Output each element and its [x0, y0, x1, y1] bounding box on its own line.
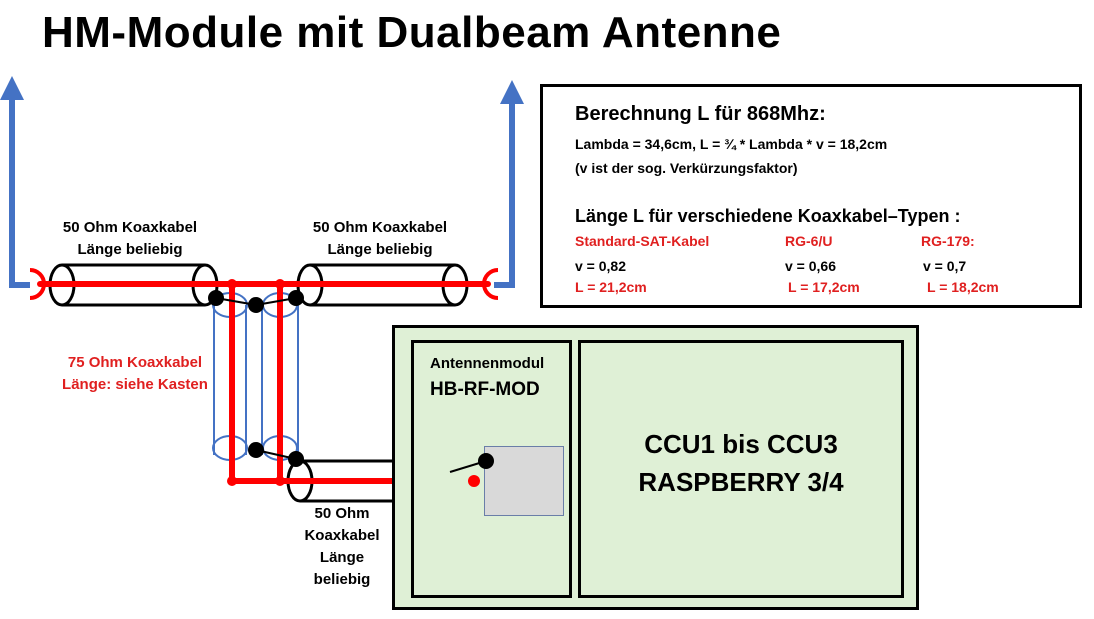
cable-length-text: Länge beliebig	[77, 241, 183, 258]
info-note: (v ist der sog. Verkürzungsfaktor)	[575, 160, 798, 176]
cable-length-text: Länge: siehe Kasten	[62, 376, 208, 393]
shield-dot	[248, 297, 264, 313]
junction-dot	[227, 476, 237, 486]
left-antenna-arrowhead	[0, 76, 24, 100]
info-subheading: Länge L für verschiedene Koaxkabel–Typen…	[575, 206, 961, 226]
page-title: HM-Module mit Dualbeam Antenne	[42, 8, 782, 57]
cable-type-text: 50 Ohm	[314, 505, 370, 522]
ccu-box: CCU1 bis CCU3 RASPBERRY 3/4	[578, 340, 904, 598]
ccu-models: CCU1 bis CCU3	[644, 429, 838, 459]
cable-length-text: beliebig	[313, 571, 371, 588]
shield-dot	[288, 290, 304, 306]
junction-dot	[227, 279, 237, 289]
cable-type-length: L = 21,2cm	[575, 279, 647, 295]
cable-type-length: L = 17,2cm	[788, 279, 860, 295]
cable-type-v: v = 0,7	[923, 258, 967, 274]
cable-type-text: Koaxkabel	[304, 527, 380, 544]
rf-chip	[484, 446, 564, 516]
info-heading: Berechnung L für 868Mhz:	[575, 103, 826, 125]
signal-path	[37, 281, 491, 484]
calculation-info-box: Berechnung L für 868Mhz: Lambda = 34,6cm…	[540, 84, 1082, 308]
cable-length-text: Länge beliebig	[327, 241, 433, 258]
cable-type-length: L = 18,2cm	[927, 279, 999, 295]
ccu-label: CCU1 bis CCU3 RASPBERRY 3/4	[581, 425, 901, 501]
ccu-platform: RASPBERRY 3/4	[638, 467, 844, 497]
cable-type-text: 50 Ohm Koaxkabel	[312, 219, 448, 236]
bottom-cable-label: 50 Ohm Koaxkabel Länge beliebig	[292, 503, 392, 591]
junction-dot	[275, 476, 285, 486]
cable-type-name: RG-6/U	[785, 233, 833, 249]
right-top-cable-label: 50 Ohm Koaxkabel Länge beliebig	[290, 217, 470, 261]
cable-type-v: v = 0,82	[575, 258, 626, 274]
left-top-cable-label: 50 Ohm Koaxkabel Länge beliebig	[40, 217, 220, 261]
cable-type-v: v = 0,66	[785, 258, 836, 274]
cable-length-text: Länge	[319, 549, 365, 566]
cable-type-text: 50 Ohm Koaxkabel	[62, 219, 198, 236]
info-formula: Lambda = 34,6cm, L = ¾ * Lambda * v = 18…	[575, 136, 888, 152]
module-name: HB-RF-MOD	[430, 379, 540, 400]
cable-type-name: Standard-SAT-Kabel	[575, 233, 710, 249]
cable-type-text: 75 Ohm Koaxkabel	[67, 354, 203, 371]
right-antenna-arrowhead	[500, 80, 524, 104]
middle-cable-label: 75 Ohm Koaxkabel Länge: siehe Kasten	[50, 352, 220, 396]
junction-dot	[275, 279, 285, 289]
shield-dot	[288, 451, 304, 467]
cable-type-name: RG-179:	[921, 233, 975, 249]
shield-dot	[208, 290, 224, 306]
middle-75-ohm-coax-cable	[212, 292, 299, 461]
module-label: Antennenmodul	[430, 355, 545, 372]
shield-dot	[248, 442, 264, 458]
